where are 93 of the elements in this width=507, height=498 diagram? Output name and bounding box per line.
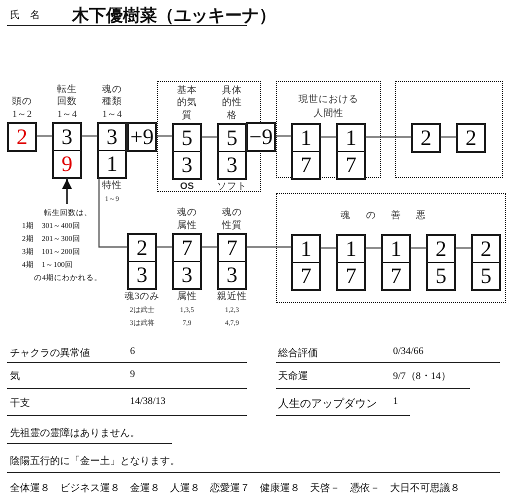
- heading-label: 転生回数1～4: [56, 84, 78, 121]
- info-text: 憑依－: [350, 482, 380, 495]
- info-text: 天啓－: [310, 482, 340, 495]
- number-cell-text: 2: [480, 236, 492, 262]
- connector-line: [157, 246, 172, 248]
- info-text: 6: [130, 346, 135, 357]
- caption-label: 魂3のみ: [124, 290, 160, 304]
- number-cell-text: 7: [180, 235, 194, 261]
- connector-line: [82, 135, 97, 137]
- info-text: 大日不可思議８: [390, 482, 460, 495]
- number-cell: 3: [219, 151, 245, 178]
- number-cell: 7: [338, 151, 364, 178]
- number-cell-text: 1: [300, 236, 312, 262]
- info-text: 人生のアップダウン: [278, 396, 377, 411]
- connector-line: [411, 247, 426, 249]
- info-text: 1: [393, 396, 398, 407]
- number-cell-text: 2: [136, 235, 148, 261]
- info-text: 0/34/66: [393, 346, 424, 357]
- number-cell: +9: [129, 124, 155, 150]
- info-text: 健康運８: [260, 482, 300, 495]
- number-cell: 7: [383, 262, 409, 289]
- number-cell-text: 5: [180, 125, 194, 151]
- number-cell: 3: [129, 261, 155, 288]
- group-heading: 魂の善悪: [340, 210, 442, 223]
- group-frame: [395, 81, 503, 178]
- heading-label: 頭の1～2: [12, 96, 32, 121]
- number-cell: 7: [338, 262, 364, 289]
- caption-label: 特性: [102, 179, 122, 193]
- connector-line: [321, 136, 336, 138]
- caption-label: 親近性: [217, 290, 247, 304]
- number-cell-text: 3: [60, 124, 74, 150]
- info-text: 氏 名: [10, 8, 40, 22]
- connector-line: [202, 136, 217, 138]
- group-heading: 現世における人間性: [298, 94, 360, 121]
- number-cell: 7: [293, 151, 319, 178]
- info-text: 天命運: [278, 370, 308, 383]
- connector-line: [98, 179, 127, 248]
- connector-line: [366, 136, 411, 138]
- group-frame: [276, 81, 381, 178]
- number-cell-text: 2: [16, 124, 28, 150]
- caption-label: OS: [180, 180, 194, 194]
- heading-label: 魂の性質: [222, 207, 242, 232]
- connector-line: [456, 247, 471, 249]
- number-cell-text: 5: [226, 125, 238, 151]
- info-text: 9/7（8・14）: [393, 370, 451, 383]
- caption-label: 属性: [177, 290, 197, 304]
- connector-line: [157, 135, 172, 137]
- number-cell-text: 2: [420, 125, 432, 151]
- caption-label: ソフト: [217, 181, 247, 194]
- heading-label: 魂の種類1～4: [102, 84, 122, 121]
- number-cell: 3: [219, 261, 245, 288]
- info-text: ビジネス運８: [60, 482, 120, 495]
- info-text: 金運８: [130, 482, 160, 495]
- info-text: 恋愛運７: [210, 482, 250, 495]
- number-cell: 3: [174, 261, 200, 288]
- connector-line: [276, 135, 291, 137]
- name-heading: 木下優樹菜（ユッキーナ）: [72, 5, 276, 27]
- info-text: 全体運８: [10, 482, 50, 495]
- number-cell-text: 1: [344, 125, 358, 151]
- info-text: 先祖霊の霊障はありません。: [10, 426, 140, 440]
- number-cell: 5: [473, 262, 499, 289]
- number-cell-text: 1: [300, 125, 312, 151]
- connector-line: [441, 136, 456, 138]
- number-cell-text: 3: [106, 124, 118, 150]
- connector-line: [366, 247, 381, 249]
- info-text: 干支: [10, 396, 30, 410]
- info-text: 気: [10, 370, 20, 383]
- number-cell: 3: [174, 151, 200, 178]
- connector-line: [202, 246, 217, 248]
- info-text: 9: [130, 369, 135, 380]
- info-text: 陰陽五行的に「金ー土」となります。: [10, 454, 180, 468]
- heading-label: 基本的気質: [176, 84, 198, 122]
- number-cell: 7: [293, 262, 319, 289]
- number-cell-text: 7: [226, 235, 238, 261]
- connector-line: [321, 247, 336, 249]
- number-cell-text: 2: [464, 125, 478, 151]
- info-text: 総合評価: [278, 346, 318, 360]
- number-cell: −9: [248, 124, 274, 150]
- number-cell-text: 1: [390, 236, 402, 262]
- arrow: [62, 179, 72, 204]
- number-cell: 1: [99, 150, 125, 177]
- heading-label: 具体的性格: [222, 84, 242, 122]
- heading-label: 魂の属性: [176, 207, 198, 232]
- number-cell: 9: [54, 150, 80, 177]
- connector-line: [247, 246, 291, 248]
- info-text: チャクラの異常値: [10, 346, 90, 360]
- number-cell-text: 2: [434, 236, 448, 262]
- group-frame: [276, 193, 506, 303]
- number-cell-text: 1: [344, 236, 358, 262]
- info-text: 人運８: [170, 482, 200, 495]
- info-text: 14/38/13: [130, 396, 166, 407]
- connector-line: [37, 135, 52, 137]
- number-cell: 5: [428, 262, 454, 289]
